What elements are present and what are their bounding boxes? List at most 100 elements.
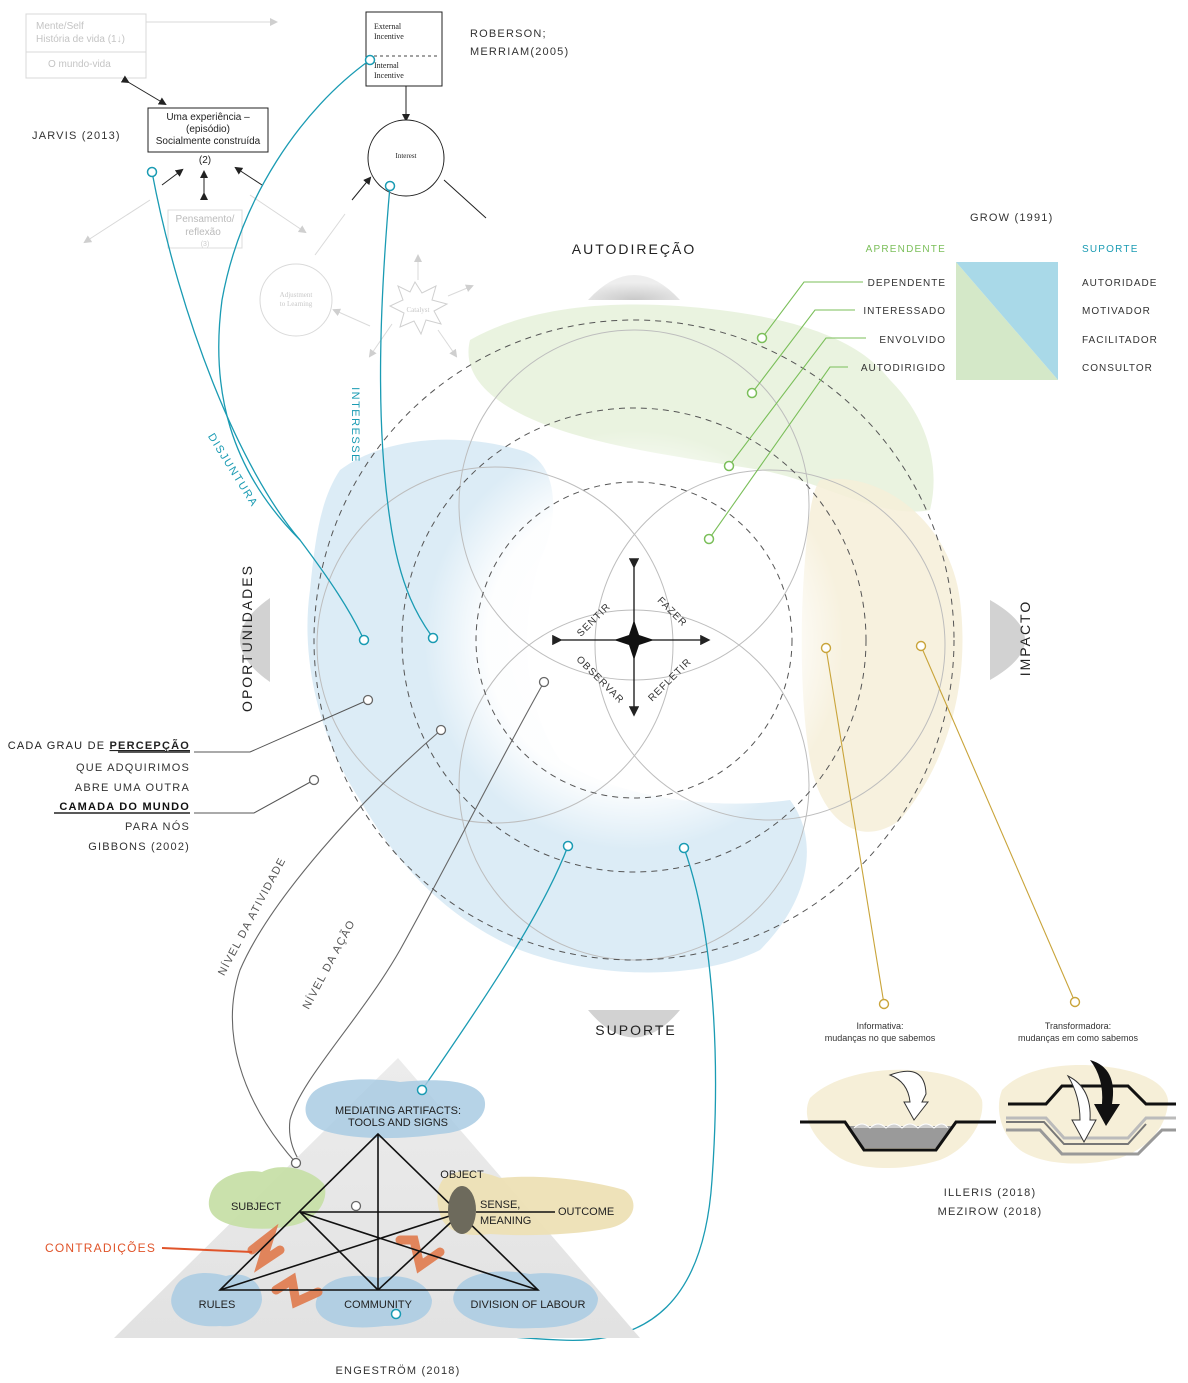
gibbons-quote: CADA GRAU DE PERCEPÇÃO QUE ADQUIRIMOS AB… (8, 694, 374, 853)
quote-line-2: QUE ADQUIRIMOS (76, 762, 190, 774)
interest-text: Interest (396, 152, 417, 160)
curve-nivel-atividade (231, 729, 442, 1164)
dot-mediating-top (416, 1084, 428, 1096)
grow-section: GROW (1991) APRENDENTE SUPORTE DEPENDENT… (703, 212, 1157, 545)
roberson-ref-1: ROBERSON; (470, 28, 547, 40)
engestrom-section: CONTRADIÇÕES MEDIATING ARTIFACTS: TOOLS … (45, 1058, 640, 1377)
axis-domes (240, 275, 1025, 1038)
roberson-ref-2: MERRIAM(2005) (470, 46, 569, 58)
grow-aprendente-1: INTERESSADO (863, 306, 946, 317)
jarvis-arrow-c (234, 166, 263, 186)
gibbons-leader-2 (194, 779, 315, 814)
grow-leader-lines (708, 281, 866, 540)
internal-1: Internal (374, 61, 400, 70)
label-disjuntura: DISJUNTURA (205, 431, 260, 509)
interest-grey-down (314, 213, 346, 256)
blob-mediating (305, 1079, 486, 1139)
external-2: Incentive (374, 32, 404, 41)
axis-top-label: AUTODIREÇÃO (572, 241, 696, 257)
jarvis-arrow-down (120, 75, 167, 106)
grow-leader-3 (708, 366, 848, 540)
grow-dot-3 (703, 533, 715, 545)
dome-top (588, 275, 680, 300)
blob-division (453, 1271, 598, 1329)
dashed-circle-outer (313, 319, 955, 961)
rules-label: RULES (199, 1299, 236, 1311)
blob-rules (171, 1272, 262, 1327)
quote-line-1: CADA GRAU DE PERCEPÇÃO (8, 739, 190, 752)
adjustment-2: to Learning (280, 300, 313, 308)
jarvis-arrow-a (161, 168, 184, 186)
grow-suporte-1: MOTIVADOR (1082, 306, 1151, 317)
interest-arrow-in (351, 176, 372, 201)
compass-star-icon (614, 620, 654, 660)
dot-nivel-atividade-end-top (290, 1157, 302, 1169)
informativa-waves (853, 1123, 949, 1129)
dot-disjuntura-end (358, 634, 370, 646)
jarvis-pens-2: reflexão (185, 227, 221, 238)
label-interesse: INTERESSE (349, 387, 361, 463)
quote-line-3: ABRE UMA OUTRA (75, 782, 190, 794)
grow-aprendente-0: DEPENDENTE (868, 278, 946, 289)
transformadora-2: mudanças em como sabemos (1018, 1033, 1139, 1043)
label-nivel-acao: NÍVEL DA AÇÃO (300, 917, 358, 1011)
transformadora-arrow-white-icon (1066, 1074, 1097, 1144)
contradicoes-pointer (161, 1247, 253, 1253)
grow-suporte-0: AUTORIDADE (1082, 278, 1157, 289)
axis-bottom-label: SUPORTE (595, 1022, 676, 1038)
adjustment-arrow (332, 308, 371, 327)
informativa-line (800, 1120, 996, 1152)
grow-ref: GROW (1991) (970, 212, 1054, 224)
contradicoes-label: CONTRADIÇÕES (45, 1240, 156, 1255)
quote-l1-a: CADA GRAU DE (8, 740, 110, 752)
informativa-arrow-icon (888, 1070, 930, 1121)
dot-nivel-atividade-top (435, 724, 447, 736)
jarvis-ref: JARVIS (2013) (32, 130, 121, 142)
label-nivel-atividade: NÍVEL DA ATIVIDADE (215, 855, 289, 978)
mediating-1: MEDIATING ARTIFACTS: (335, 1105, 461, 1117)
illeris-section: Informativa: mudanças no que sabemos Tra… (800, 1021, 1176, 1218)
blob-object (437, 1171, 634, 1236)
informativa-1: Informativa: (856, 1021, 903, 1031)
grow-suporte-3: CONSULTOR (1082, 363, 1153, 374)
gold-dot-2a (915, 640, 927, 652)
grey-dots-top (290, 1157, 362, 1212)
blob-green (468, 304, 934, 512)
grow-dot-2 (723, 460, 735, 472)
dot-suporte-left (562, 840, 574, 852)
dome-bottom (588, 1010, 680, 1038)
gold-dots (820, 640, 1081, 1010)
curve-suporte-mediating (421, 845, 569, 1091)
gibbons-ref: GIBBONS (2002) (88, 841, 190, 853)
engestrom-backdrop (114, 1058, 640, 1338)
transformadora-1: Transformadora: (1045, 1021, 1111, 1031)
grow-aprendente-3: AUTODIRIGIDO (861, 363, 946, 374)
dot-suporte-right (678, 842, 690, 854)
illeris-blob-left (806, 1069, 983, 1169)
mediating-2: TOOLS AND SIGNS (348, 1117, 448, 1129)
gold-dot-1a (820, 642, 832, 654)
outcome-label: OUTCOME (558, 1206, 614, 1218)
gibbons-leader-1 (194, 699, 369, 753)
jarvis-arrow-grey2 (249, 194, 307, 234)
dashed-circle-inner (475, 481, 793, 799)
subject-label: SUBJECT (231, 1201, 281, 1213)
division-label: DIVISION OF LABOUR (471, 1299, 586, 1311)
dot-interesse-end (427, 632, 439, 644)
gold-dot-2b (1069, 996, 1081, 1008)
squiggle-rules (271, 1272, 323, 1309)
catalyst-down (437, 329, 458, 358)
transformadora-diagram (1006, 1060, 1176, 1156)
interest-line-out (443, 179, 487, 219)
gibbons-dot-1 (362, 694, 374, 706)
axis-left-label: OPORTUNIDADES (239, 564, 255, 712)
eng-line-object-rules (219, 1211, 463, 1291)
quote-line-5: PARA NÓS (125, 820, 190, 833)
jarvis-exp-2: (episódio) (186, 124, 230, 135)
dome-right (990, 600, 1025, 680)
community-label: COMMUNITY (344, 1299, 412, 1311)
gold-lines (825, 645, 1076, 1005)
quote-line-4: CAMADA DO MUNDO (59, 801, 190, 813)
jarvis-exp-3: Socialmente construída (156, 136, 261, 147)
